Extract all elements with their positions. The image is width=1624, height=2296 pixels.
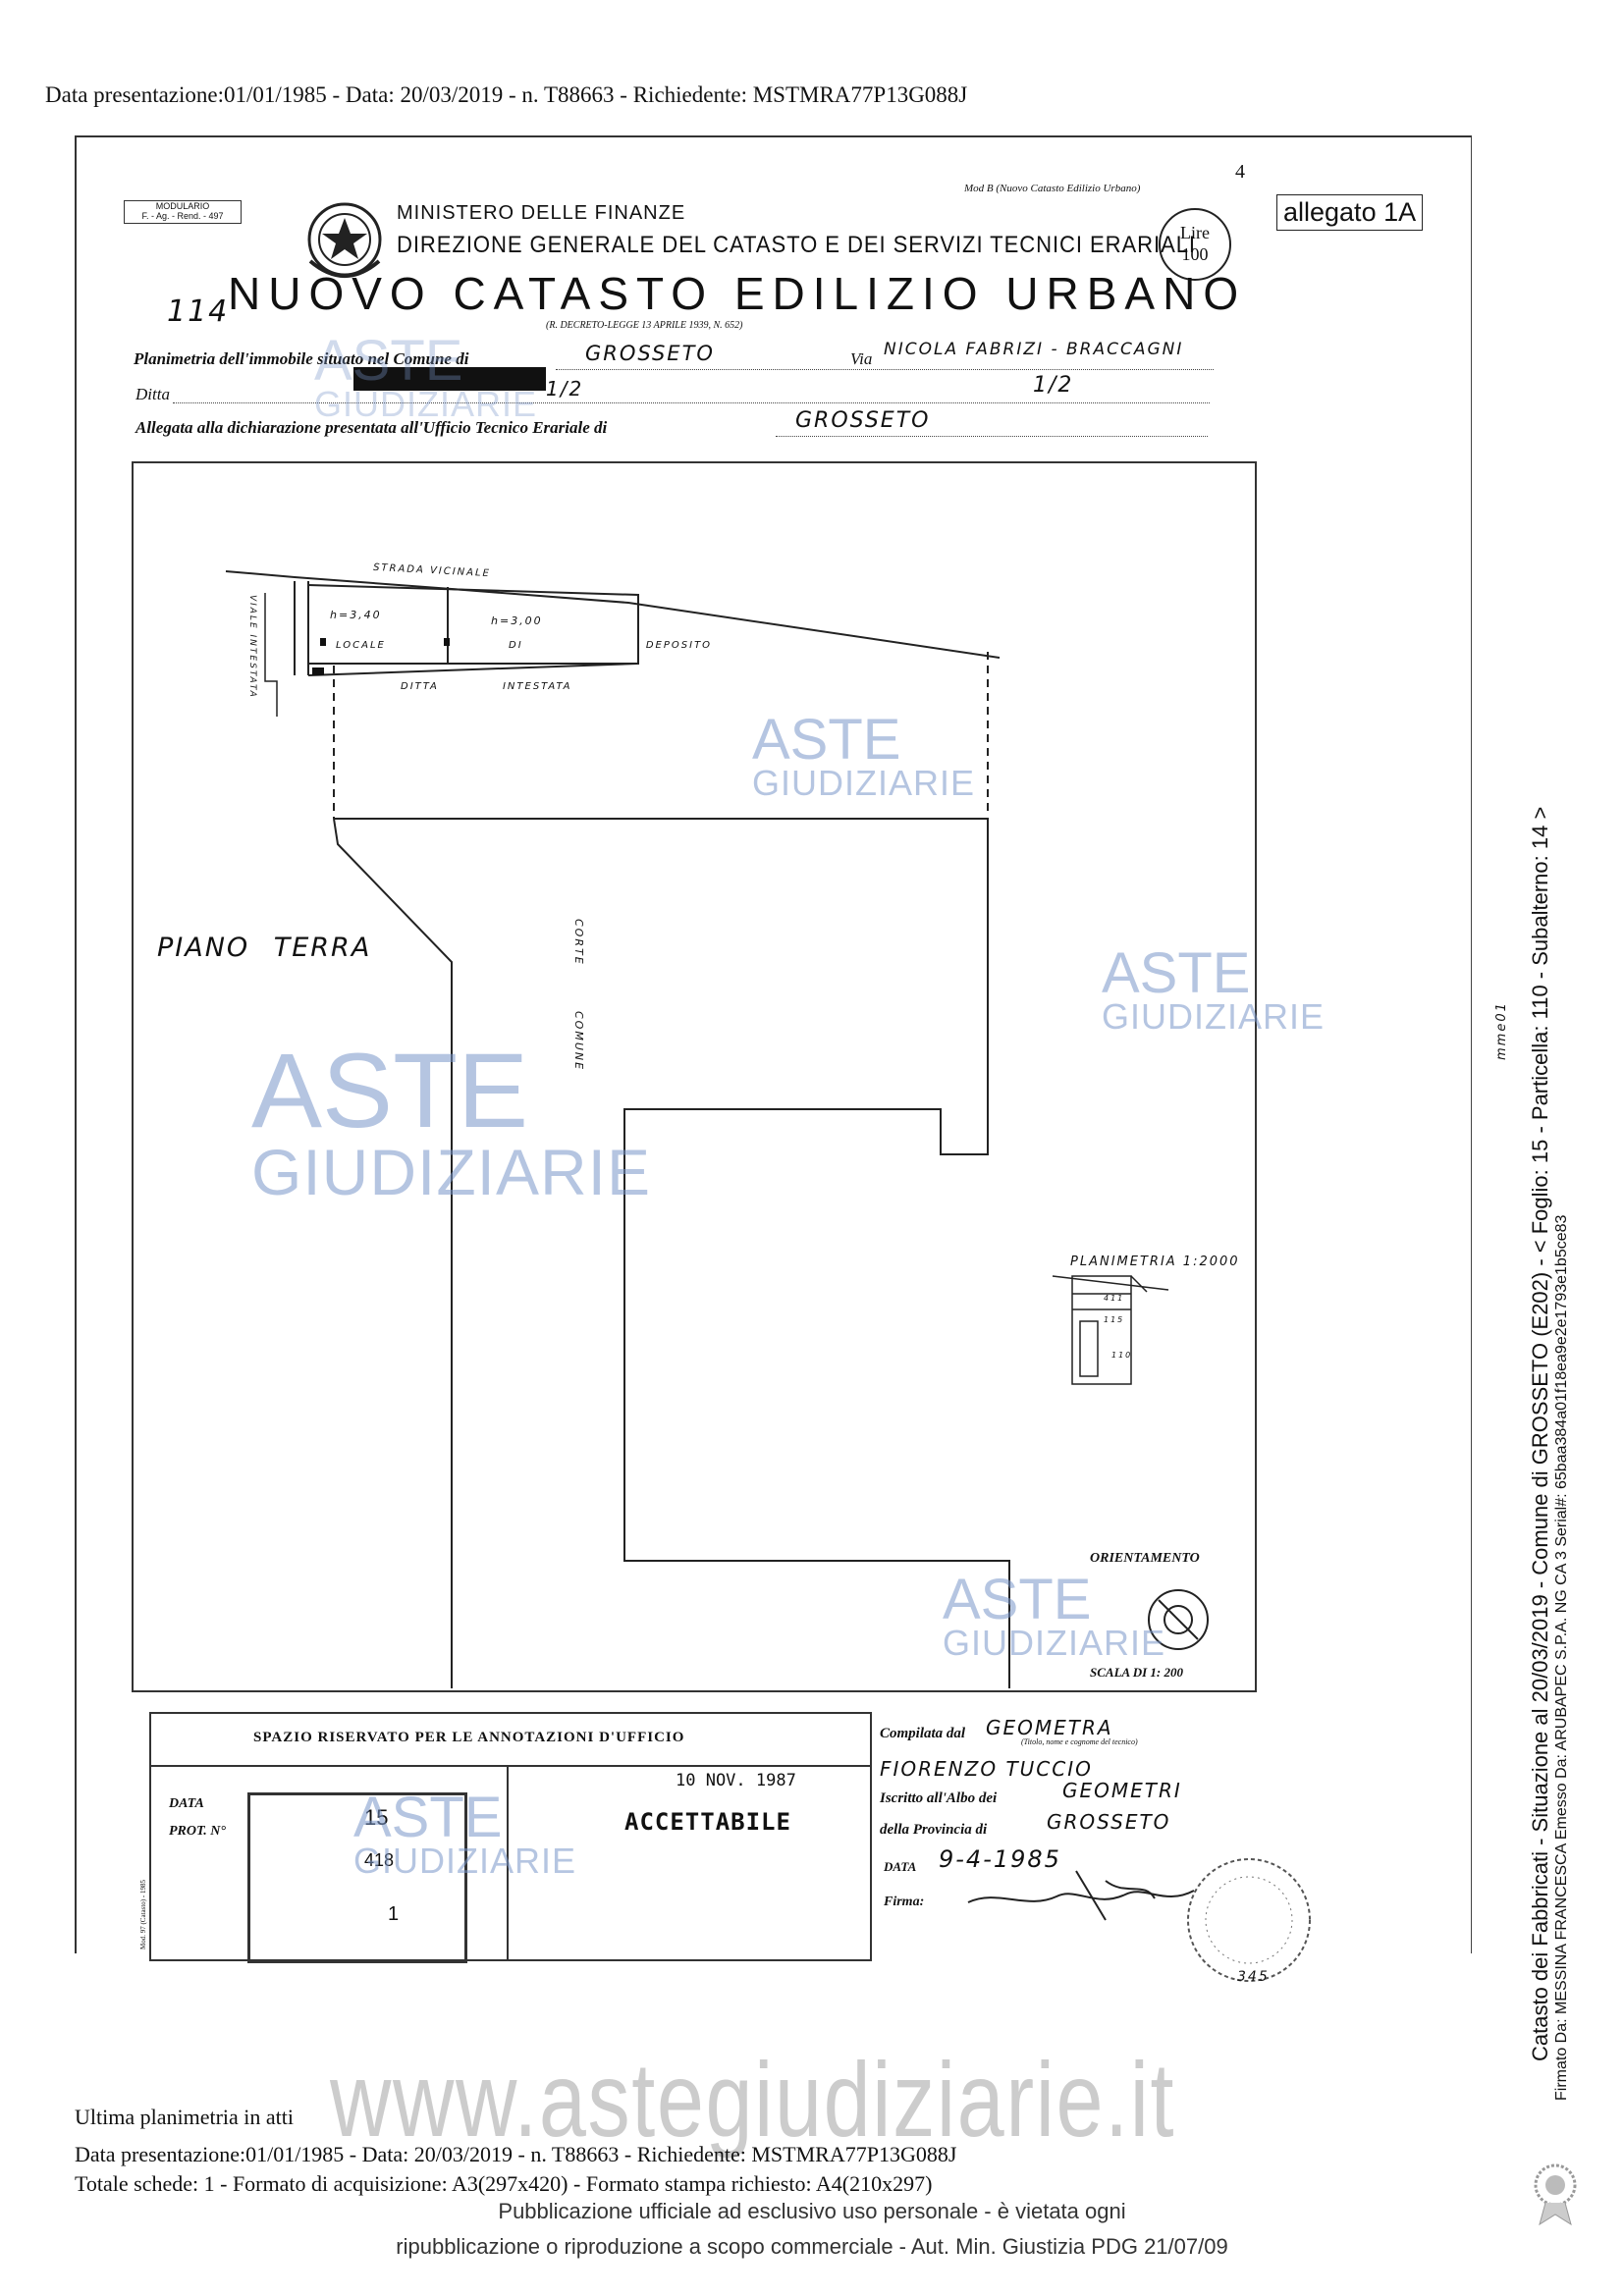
compiler-title: GEOMETRA xyxy=(986,1716,1113,1739)
watermark-line2: GIUDIZIARIE xyxy=(1102,996,1326,1038)
side-label: VIALE INTESTATA xyxy=(247,595,257,699)
footer-line-2: Totale schede: 1 - Formato di acquisizio… xyxy=(75,2171,933,2196)
compiler-name: FIORENZO TUCCIO xyxy=(880,1757,1093,1781)
italian-republic-emblem xyxy=(307,202,382,278)
plan-frame xyxy=(132,461,1257,1692)
page-mark: 4 xyxy=(1235,161,1245,183)
compilata-label: Compilata dal xyxy=(880,1726,966,1741)
height-label-2: h=3,00 xyxy=(491,614,543,627)
office-side-code: Mod. 97 (Catasto) - 1985 xyxy=(139,1880,147,1949)
lire-label: Lire xyxy=(1180,223,1210,242)
allegata-label: Allegata alla dichiarazione presentata a… xyxy=(135,418,608,437)
redaction-bar xyxy=(353,367,546,391)
corte-label: CORTE xyxy=(572,919,585,966)
ditta-label: Ditta xyxy=(135,385,170,403)
firma-label: Firma: xyxy=(884,1895,925,1909)
stamp-date: 10 NOV. 1987 xyxy=(676,1771,796,1790)
height-label-1: h=3,40 xyxy=(330,609,382,621)
allegato-label: allegato 1A xyxy=(1276,194,1424,231)
watermark-aste: ASTE GIUDIZIARIE xyxy=(314,333,538,425)
iscritto-label: Iscritto all'Albo dei xyxy=(880,1790,998,1806)
mod-b-label: Mod B (Nuovo Catasto Edilizio Urbano) xyxy=(964,183,1141,194)
provincia-label: della Provincia di xyxy=(880,1822,988,1838)
albo-value: GEOMETRI xyxy=(1062,1779,1182,1802)
compiler-data-label: DATA xyxy=(884,1859,917,1874)
watermark-line1: ASTE xyxy=(1102,941,1251,1005)
side-firmato-text: Firmato Da: MESSINA FRANCESCA Emesso Da:… xyxy=(1553,1214,1570,2101)
protocol-number-3: 1 xyxy=(388,1903,400,1925)
ditta-intestata-label: DITTA INTESTATA xyxy=(401,681,572,692)
watermark-line2: GIUDIZIARIE xyxy=(943,1623,1166,1664)
ufficio-value: GROSSETO xyxy=(795,408,931,433)
orientamento-label: ORIENTAMENTO xyxy=(1090,1551,1200,1566)
lire-value: 100 xyxy=(1181,244,1209,264)
watermark-aste: ASTE GIUDIZIARIE xyxy=(943,1572,1166,1664)
planimetria-label: Planimetria dell'immobile situato nel Co… xyxy=(134,349,469,368)
quota-1: 1/2 xyxy=(546,377,584,400)
compiler-name-note: (Titolo, nome e cognome del tecnico) xyxy=(1021,1737,1138,1746)
via-label: Via xyxy=(850,349,873,368)
modulario-box: MODULARIO F. - Ag. - Rend. - 497 xyxy=(124,200,242,224)
office-data-label: DATA xyxy=(169,1796,204,1811)
modulario-label: MODULARIO xyxy=(155,201,210,211)
side-catasto-text: Catasto dei Fabbricati - Situazione al 2… xyxy=(1528,806,1552,2061)
watermark-url: www.astegiudiziarie.it xyxy=(330,2040,1176,2159)
office-prot-label: PROT. N° xyxy=(169,1824,226,1839)
mini-label: 411 xyxy=(1104,1294,1125,1303)
protocol-number-1: 15 xyxy=(364,1805,389,1830)
watermark-aste: ASTE GIUDIZIARIE xyxy=(752,712,976,804)
compiler-date: 9-4-1985 xyxy=(939,1845,1061,1873)
office-divider xyxy=(507,1765,509,1959)
form-title: NUOVO CATASTO EDILIZIO URBANO xyxy=(228,268,1247,319)
watermark-line2: GIUDIZIARIE xyxy=(314,384,538,425)
watermark-line2: GIUDIZIARIE xyxy=(251,1135,652,1208)
office-header: SPAZIO RISERVATO PER LE ANNOTAZIONI D'UF… xyxy=(253,1730,685,1745)
document-header-line: Data presentazione:01/01/1985 - Data: 20… xyxy=(45,82,968,107)
decree-reference: (R. DECRETO-LEGGE 13 APRILE 1939, N. 652… xyxy=(546,320,743,331)
watermark-line1: ASTE xyxy=(752,708,901,772)
mini-label: 110 xyxy=(1111,1351,1133,1360)
field-underline xyxy=(173,402,1210,403)
title-prefix: 114 xyxy=(167,294,230,329)
protocol-number-2: 418 xyxy=(364,1850,395,1870)
office-header-row: SPAZIO RISERVATO PER LE ANNOTAZIONI D'UF… xyxy=(151,1714,870,1767)
field-underline xyxy=(556,369,1214,370)
watermark-line2: GIUDIZIARIE xyxy=(752,763,976,804)
planimetria-scale-label: PLANIMETRIA 1:2000 xyxy=(1070,1255,1240,1269)
direction-name: DIREZIONE GENERALE DEL CATASTO E DEI SER… xyxy=(397,232,1196,258)
provincia-value: GROSSETO xyxy=(1047,1810,1171,1834)
watermark-line1: ASTE xyxy=(251,1031,529,1149)
accettabile-stamp: ACCETTABILE xyxy=(624,1808,791,1836)
protocol-stamp: 15 418 1 xyxy=(247,1792,467,1963)
scala-label: SCALA DI 1: 200 xyxy=(1090,1665,1183,1680)
watermark-aste: ASTE GIUDIZIARIE xyxy=(353,1789,577,1882)
via-value: NICOLA FABRIZI - BRACCAGNI xyxy=(884,340,1184,359)
modulario-code: F. - Ag. - Rend. - 497 xyxy=(141,211,224,221)
watermark-aste: ASTE GIUDIZIARIE xyxy=(251,1038,652,1208)
ministry-name: MINISTERO DELLE FINANZE xyxy=(397,202,686,224)
signature-and-stamp xyxy=(967,1858,1311,1982)
watermark-line2: GIUDIZIARIE xyxy=(353,1841,577,1882)
watermark-line1: ASTE xyxy=(943,1568,1092,1631)
watermark-line1: ASTE xyxy=(314,329,463,393)
quota-2: 1/2 xyxy=(1033,373,1074,398)
outer-frame xyxy=(75,135,1472,1953)
publication-notice-1: Pubblicazione ufficiale ad esclusivo uso… xyxy=(498,2199,1126,2223)
mini-label: 115 xyxy=(1104,1315,1125,1324)
field-underline xyxy=(776,436,1208,437)
ultima-planimetria: Ultima planimetria in atti xyxy=(75,2105,294,2129)
stamp-number: 345 xyxy=(1237,1969,1270,1985)
office-annotations-box: SPAZIO RISERVATO PER LE ANNOTAZIONI D'UF… xyxy=(139,1712,872,1963)
lire-stamp: Lire 100 xyxy=(1159,208,1231,281)
comune-value: GROSSETO xyxy=(585,342,715,365)
piano-terra-label: PIANO TERRA xyxy=(157,933,372,963)
watermark-aste: ASTE GIUDIZIARIE xyxy=(1102,945,1326,1038)
side-small-mark: mme01 xyxy=(1494,1001,1509,1060)
ministry-seal-icon xyxy=(1534,2163,1577,2226)
publication-notice-2: ripubblicazione o riproduzione a scopo c… xyxy=(396,2234,1228,2259)
locale-label: LOCALE DI DEPOSITO xyxy=(336,640,713,651)
watermark-line1: ASTE xyxy=(353,1786,503,1849)
footer-line-1: Data presentazione:01/01/1985 - Data: 20… xyxy=(75,2142,957,2166)
